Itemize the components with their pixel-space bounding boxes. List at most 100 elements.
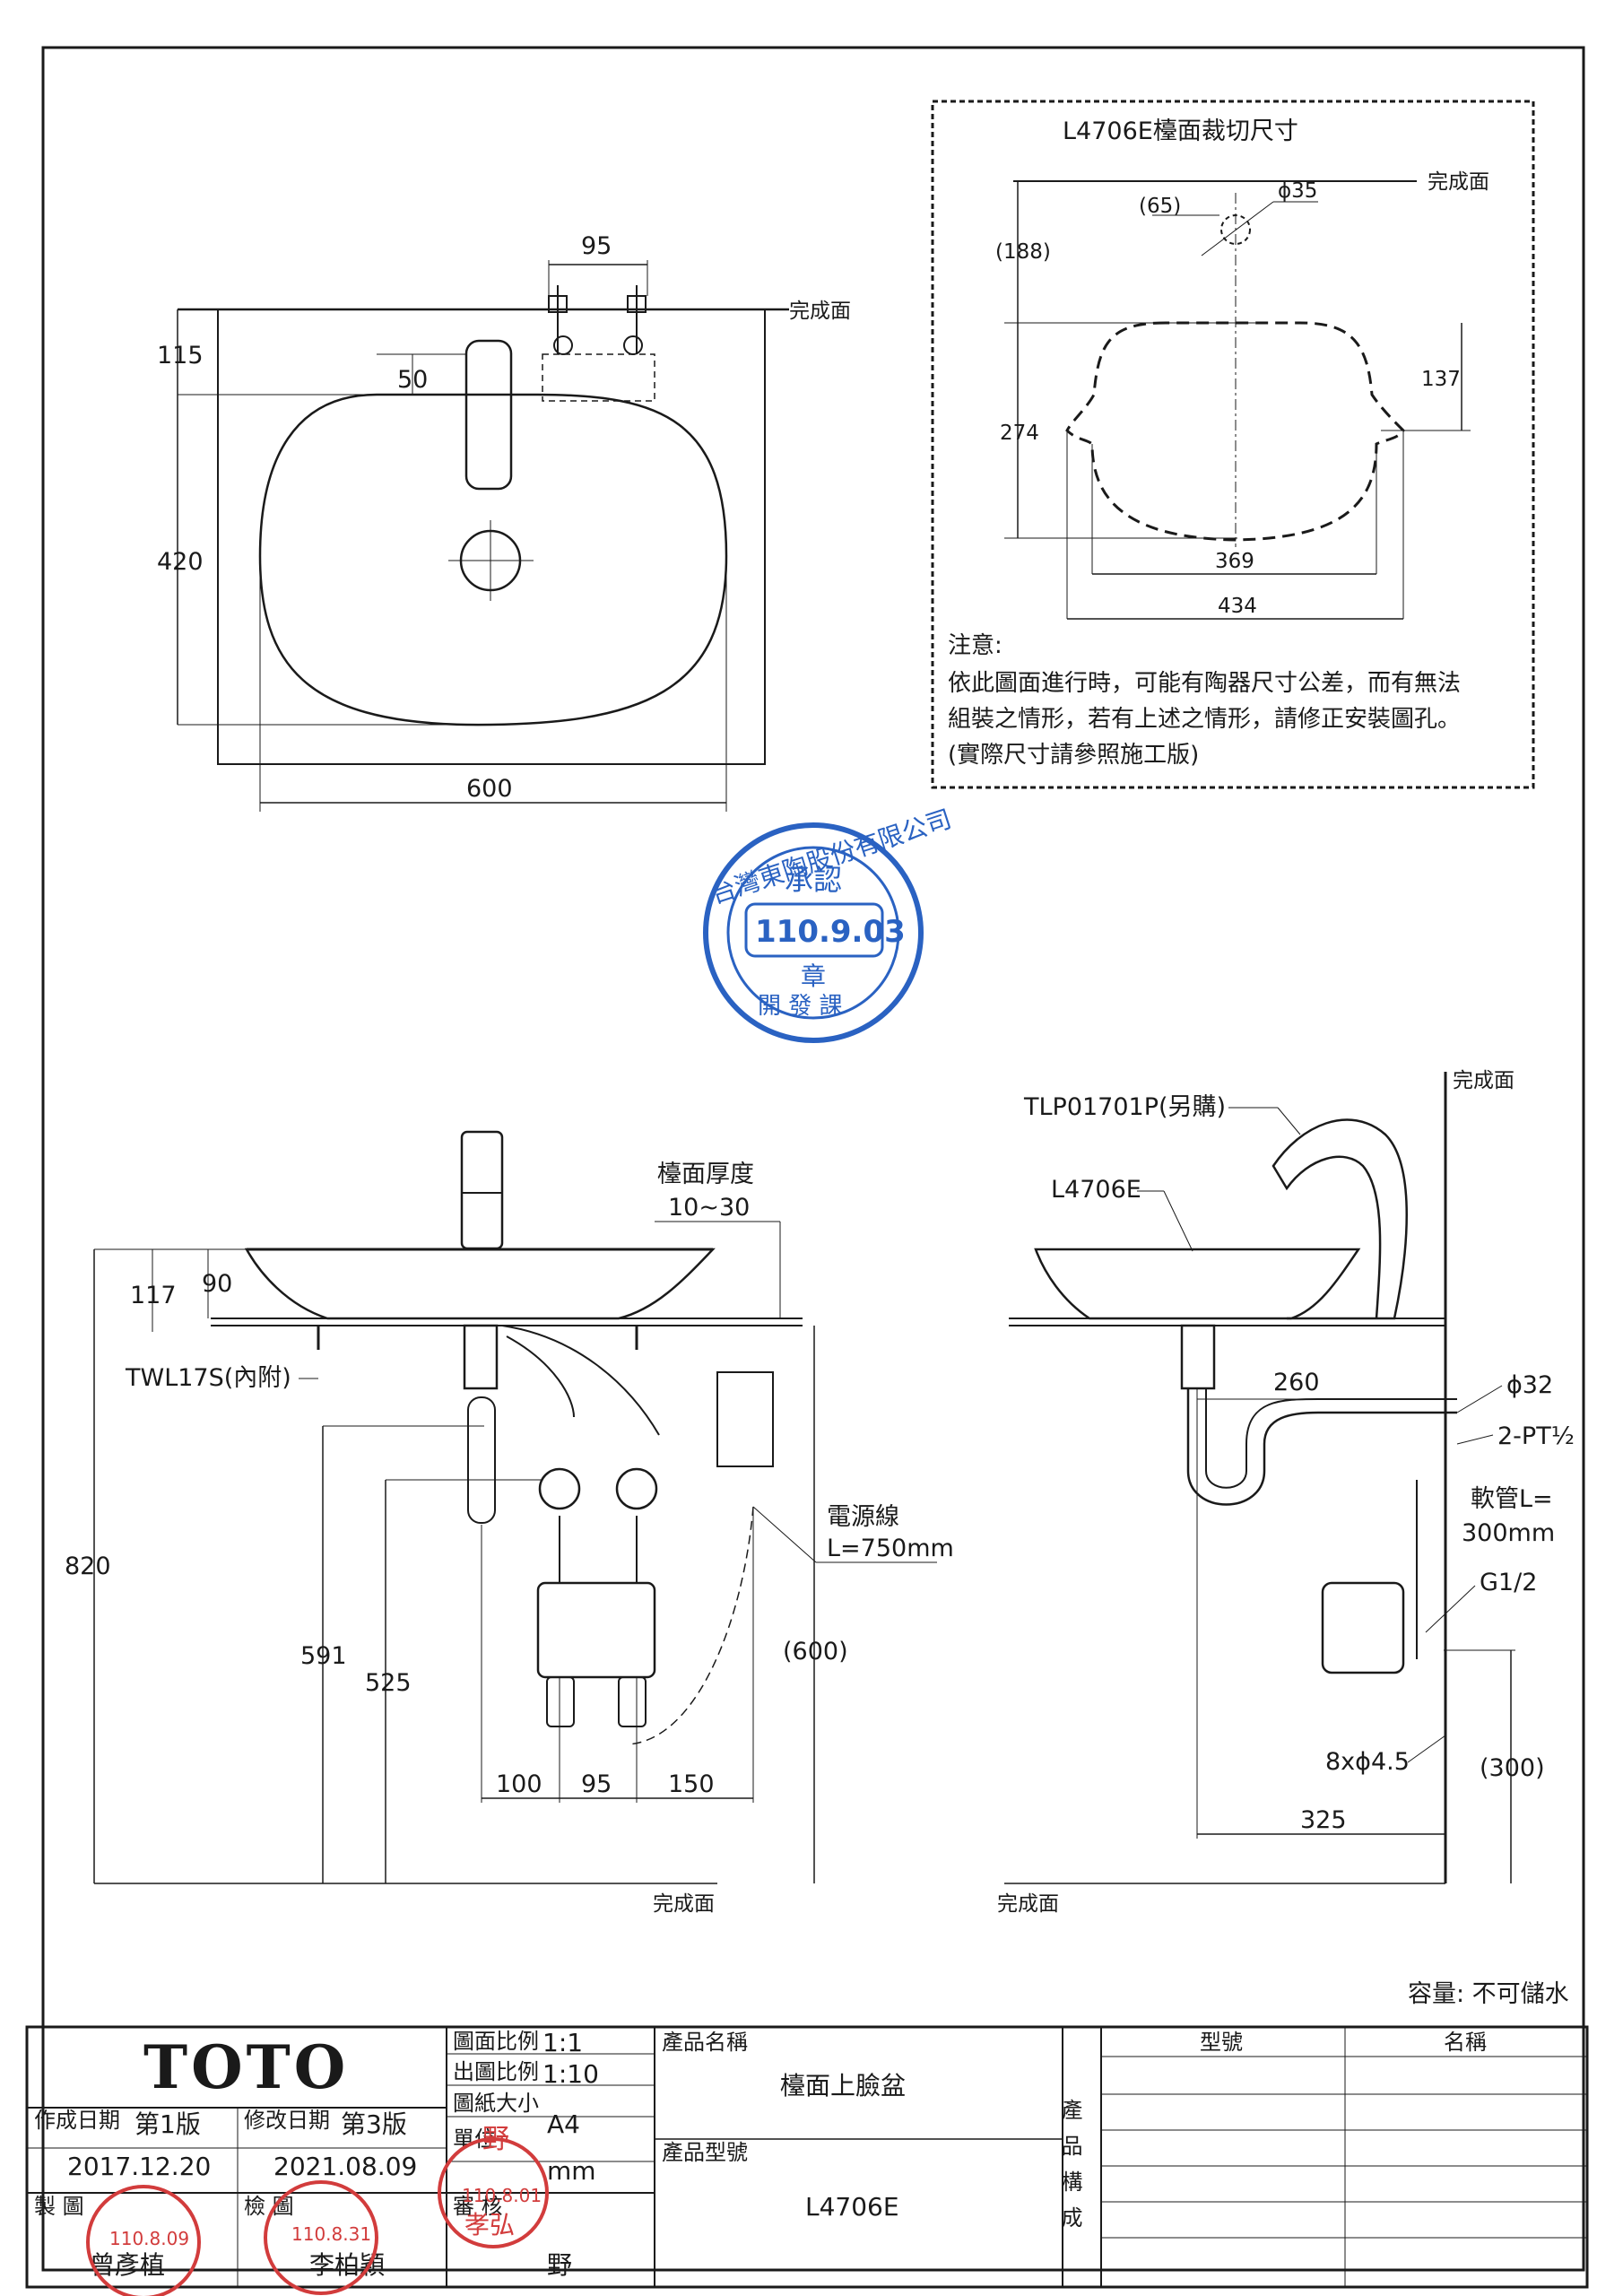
dim-hole-offset: (65) xyxy=(1139,195,1181,218)
revised-date: 2021.08.09 xyxy=(273,2152,417,2181)
power-length: L=750mm xyxy=(827,1535,954,1562)
sheet-border xyxy=(41,46,1585,2272)
dim-115: 115 xyxy=(157,342,204,370)
dim-591: 591 xyxy=(300,1642,347,1670)
col-name: 名稱 xyxy=(1444,2030,1487,2055)
unit-value: mm xyxy=(547,2156,596,2186)
front-floor-label: 完成面 xyxy=(653,1892,715,1916)
dim-150: 150 xyxy=(668,1770,715,1798)
stamp-dept: 開 發 課 xyxy=(758,993,843,1020)
stamp-seal: 章 xyxy=(801,961,826,991)
counter-outline xyxy=(217,309,766,765)
capacity-note: 容量: 不可儲水 xyxy=(1408,1980,1569,2008)
dim-90: 90 xyxy=(202,1270,232,1298)
cutout-panel: L4706E檯面裁切尺寸 完成面 ϕ35 (65) (188) 274 137 … xyxy=(931,100,1535,789)
cutout-title: L4706E檯面裁切尺寸 xyxy=(1063,117,1298,145)
product-name-label: 產品名稱 xyxy=(662,2030,748,2055)
dim-hole-dia: ϕ35 xyxy=(1278,179,1317,203)
front-faucet xyxy=(460,1130,504,1250)
print-scale-label: 出圖比例 xyxy=(453,2059,539,2084)
dim-300: (300) xyxy=(1480,1754,1545,1782)
hose-b: 300mm xyxy=(1462,1519,1555,1547)
hose-a: 軟管L= xyxy=(1471,1485,1553,1513)
dim-95-b: 95 xyxy=(581,1770,612,1798)
unit-stamp: 野 110.8.01 孝弘 xyxy=(438,2124,549,2248)
draw-scale-label: 圖面比例 xyxy=(453,2029,539,2054)
dim-434: 434 xyxy=(1218,595,1257,618)
dim-thread: 2-PT½ xyxy=(1497,1422,1575,1450)
toto-logo: TOTO xyxy=(143,2032,349,2102)
stamp-date: 110.9.03 xyxy=(755,914,906,950)
side-faucet xyxy=(1271,1118,1408,1320)
col-model: 型號 xyxy=(1200,2030,1243,2055)
front-basin xyxy=(244,1248,716,1320)
thickness-label: 檯面厚度 xyxy=(657,1161,754,1188)
side-floor-label: 完成面 xyxy=(997,1892,1059,1916)
dim-117: 117 xyxy=(130,1282,177,1309)
note-line-3: (實際尺寸請參照施工版) xyxy=(948,742,1199,769)
revised-version: 第3版 xyxy=(341,2109,407,2139)
cutout-surface-label: 完成面 xyxy=(1428,170,1489,194)
title-block: TOTO 圖面比例 1:1 出圖比例 1:10 圖紙大小 A4 單位 mm 作成… xyxy=(25,2025,1589,2296)
dim-600-v: (600) xyxy=(783,1638,848,1665)
stamp-word: 承認 xyxy=(785,863,842,897)
p-trap xyxy=(1186,1388,1457,1506)
paper-label: 圖紙大小 xyxy=(453,2091,539,2116)
dim-50: 50 xyxy=(397,366,428,394)
revised-label: 修改日期 xyxy=(244,2108,330,2133)
product-no: L4706E xyxy=(805,2192,899,2222)
front-view: 檯面厚度 10~30 TWL17S(內附) 電源線 L=750mm 820 11… xyxy=(65,1130,954,1916)
basin-label: L4706E xyxy=(1051,1176,1141,1204)
svg-text:野: 野 xyxy=(482,2124,509,2155)
svg-text:孝弘: 孝弘 xyxy=(464,2210,515,2239)
control-box xyxy=(536,1581,656,1679)
dim-100: 100 xyxy=(496,1770,542,1798)
draw-scale: 1:1 xyxy=(542,2028,583,2057)
dim-325: 325 xyxy=(1300,1806,1347,1834)
svg-text:110.8.09: 110.8.09 xyxy=(109,2228,189,2249)
dim-pipe-dia: ϕ32 xyxy=(1506,1371,1553,1399)
approved-by: 野 xyxy=(547,2250,572,2280)
dim-260: 260 xyxy=(1273,1369,1320,1396)
power-label: 電源線 xyxy=(827,1503,899,1531)
svg-text:110.8.01: 110.8.01 xyxy=(462,2185,542,2206)
dim-525: 525 xyxy=(365,1669,412,1697)
dim-420: 420 xyxy=(157,548,204,576)
cutout-frame xyxy=(931,100,1535,789)
dim-600: 600 xyxy=(466,775,513,803)
paper-size: A4 xyxy=(547,2109,580,2139)
note-line-1: 依此圖面進行時，可能有陶器尺寸公差，而有無法 xyxy=(948,670,1461,697)
approved-label: 審 核 xyxy=(453,2194,503,2219)
dim-369: 369 xyxy=(1215,550,1254,573)
dim-95: 95 xyxy=(581,232,612,260)
wall-surface-label: 完成面 xyxy=(1453,1069,1515,1092)
g-size: G1/2 xyxy=(1480,1569,1537,1596)
approval-stamp: 台灣東陶股份有限公司 承認 110.9.03 章 開 發 課 xyxy=(703,804,955,1043)
dim-hole-depth: (188) xyxy=(995,240,1051,264)
composition-label: 產品構成 xyxy=(1057,2099,1082,2242)
dim-137: 137 xyxy=(1421,368,1461,391)
part-label: TWL17S(內附) xyxy=(125,1364,291,1392)
cutout-outline xyxy=(1065,321,1405,542)
product-name: 檯面上臉盆 xyxy=(780,2071,906,2100)
note-title: 注意: xyxy=(948,632,1002,659)
side-basin xyxy=(1034,1248,1361,1320)
dim-274: 274 xyxy=(1000,422,1039,445)
created-label: 作成日期 xyxy=(34,2108,120,2133)
print-scale: 1:10 xyxy=(542,2059,599,2089)
product-no-label: 產品型號 xyxy=(662,2140,748,2165)
side-view: 完成面 完成面 TLP01701P(另購) L4706E 260 ϕ32 2-P… xyxy=(997,1069,1575,1916)
created-version: 第1版 xyxy=(135,2109,201,2139)
dim-820: 820 xyxy=(65,1552,111,1580)
drawn-label: 製 圖 xyxy=(34,2194,84,2219)
faucet-label: TLP01701P(另購) xyxy=(1023,1093,1226,1121)
drawn-stamp: 110.8.09 xyxy=(86,2185,201,2296)
angle-valves-top xyxy=(548,285,647,355)
side-control-box xyxy=(1321,1581,1405,1674)
screws: 8xϕ4.5 xyxy=(1325,1748,1410,1776)
note-line-2: 組裝之情形，若有上述之情形，請修正安裝圖孔。 xyxy=(948,706,1461,733)
check-stamp: 110.8.31 xyxy=(264,2180,378,2295)
svg-text:110.8.31: 110.8.31 xyxy=(291,2223,371,2245)
top-surface-label: 完成面 xyxy=(789,300,851,323)
